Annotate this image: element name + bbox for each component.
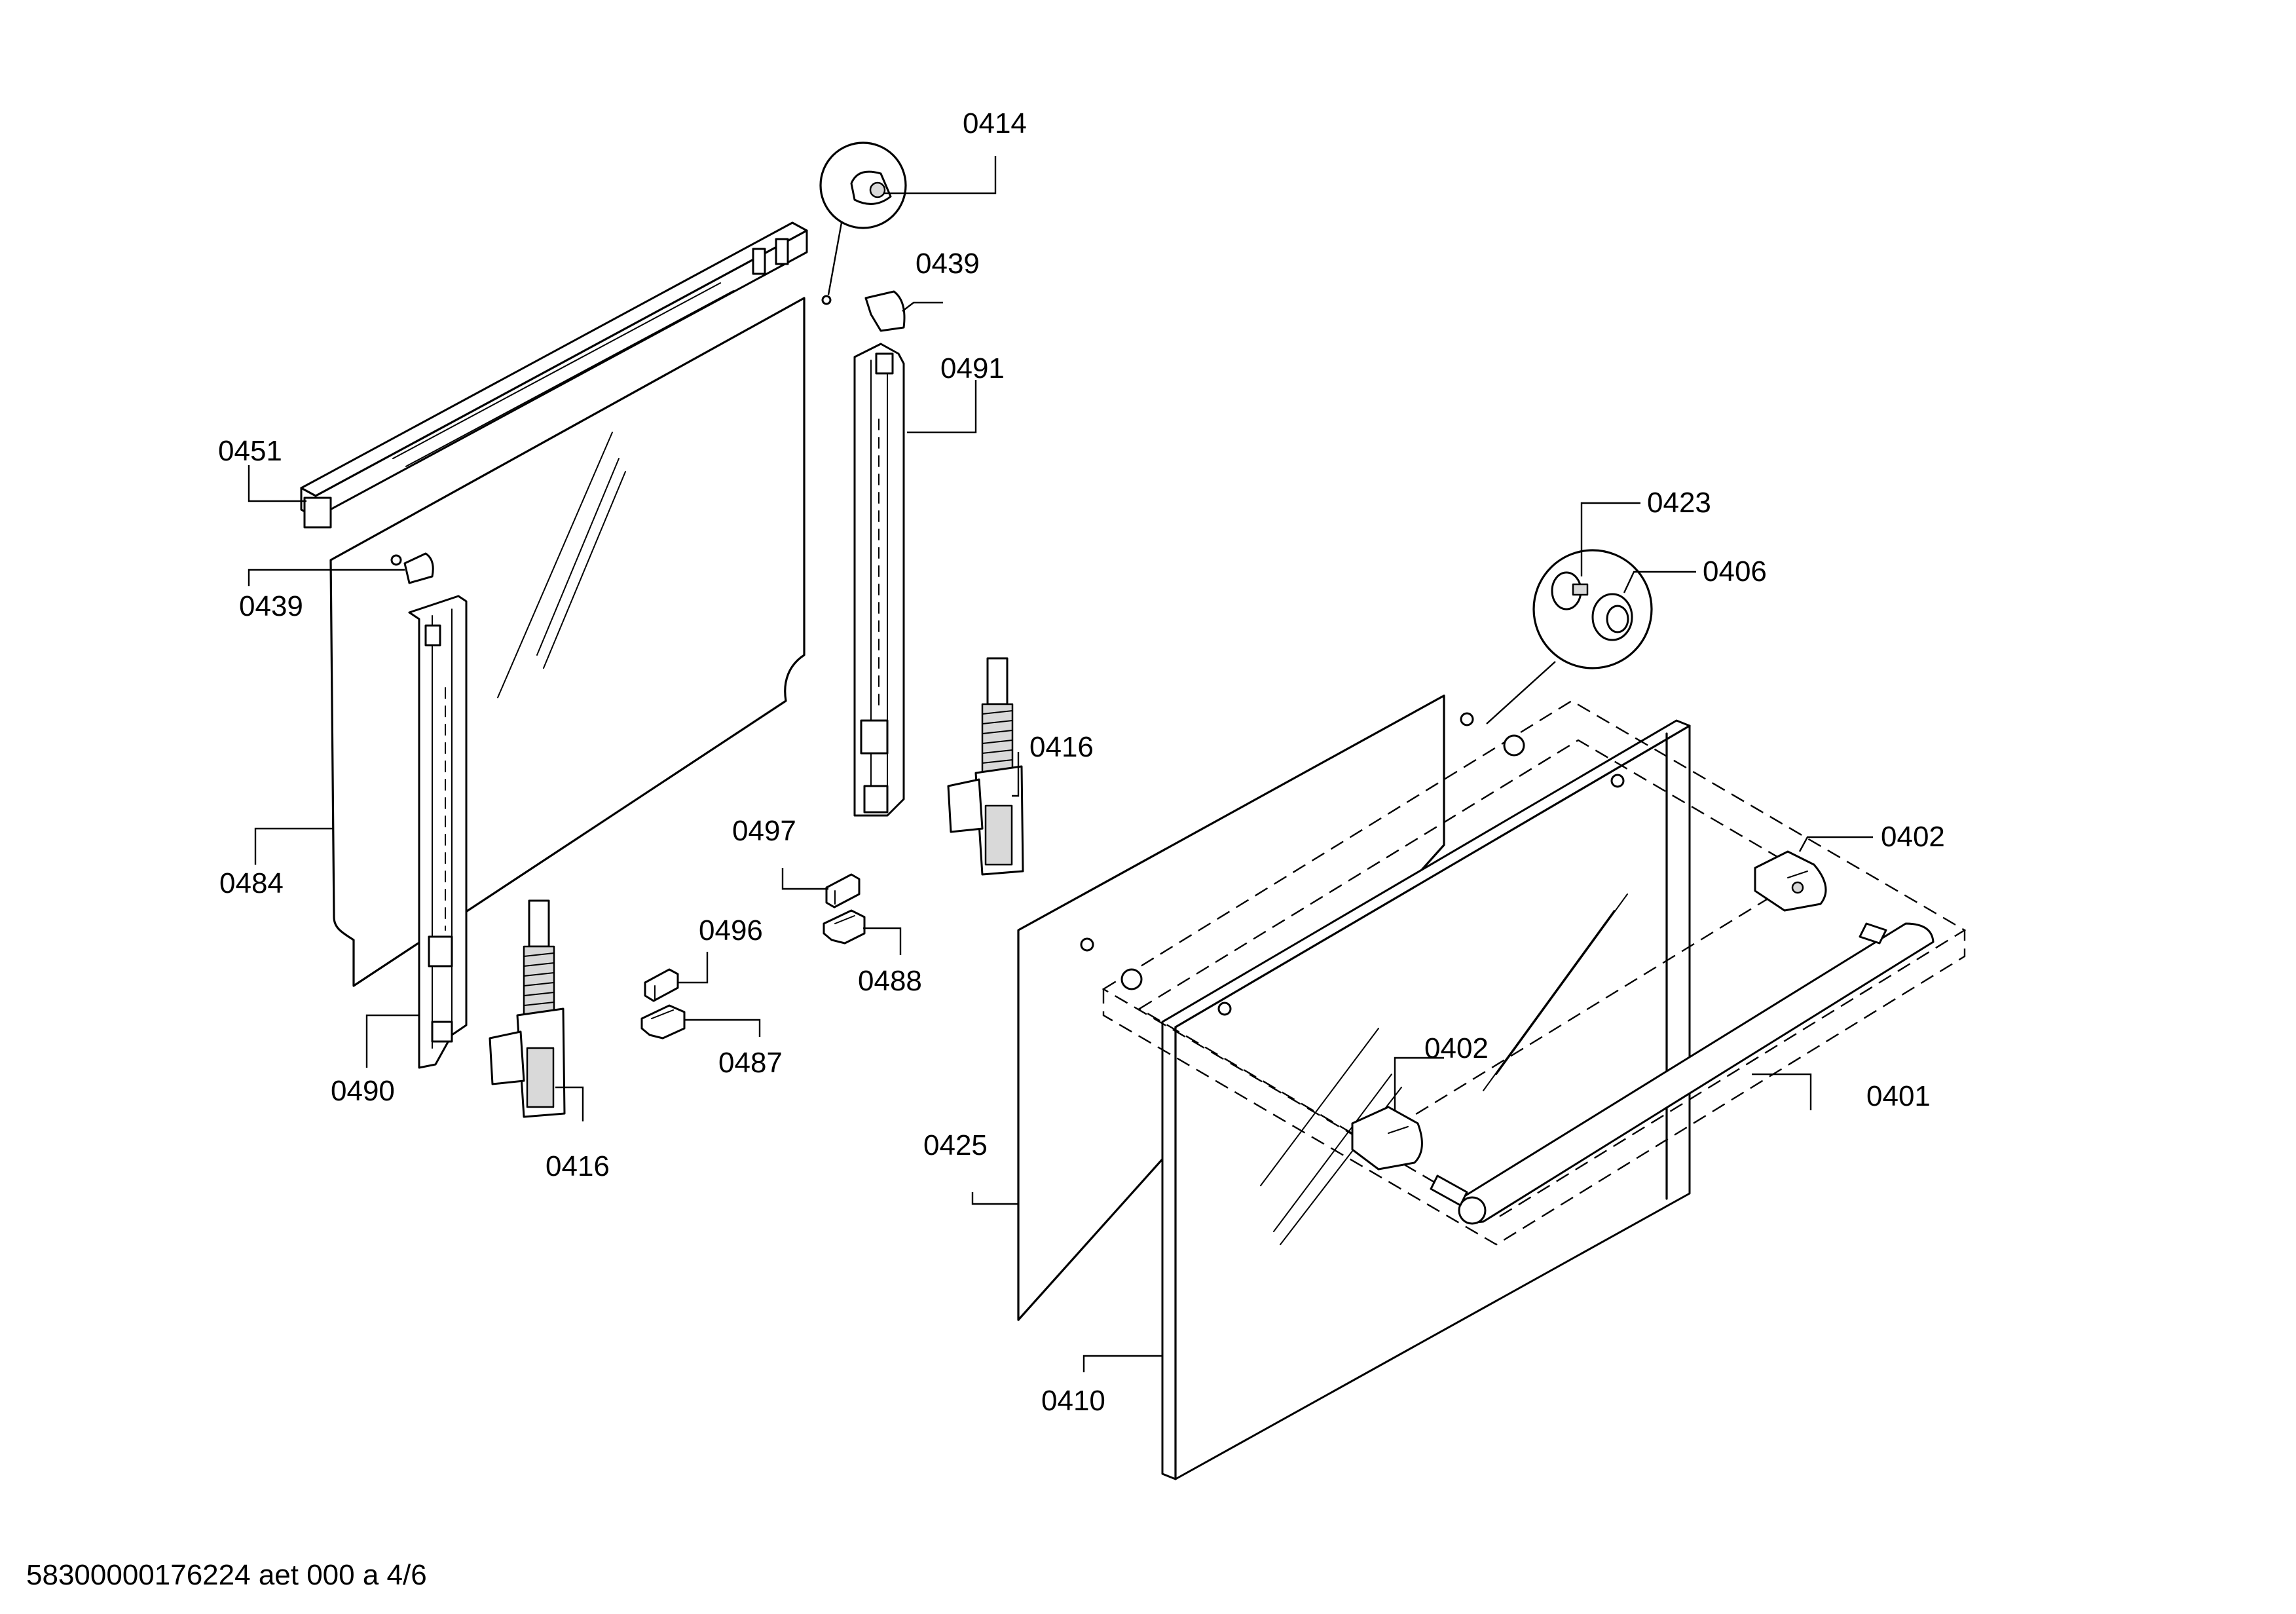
callout-0496: 0496 (699, 914, 763, 947)
part-0410-outer-door (1161, 719, 1691, 1480)
part-0439-clip-right (864, 290, 906, 332)
callout-0451: 0451 (218, 435, 282, 467)
callout-0406: 0406 (1703, 555, 1767, 588)
part-0488-clip (823, 909, 866, 945)
callout-0402-lower: 0402 (1424, 1032, 1489, 1064)
callout-0488: 0488 (858, 965, 922, 997)
part-0402-bracket-upper (1754, 850, 1827, 912)
callout-0484: 0484 (219, 867, 284, 899)
part-0497-bracket (825, 873, 861, 909)
part-0491-hinge-rail-right (853, 343, 905, 817)
part-0416-hinge-left (489, 899, 566, 1118)
part-0402-bracket-lower (1351, 1106, 1423, 1171)
callout-0416-right: 0416 (1029, 731, 1094, 763)
callout-labels: 0414 0439 0491 0451 0439 0484 0490 0416 … (218, 107, 1945, 1417)
part-0439-clip-left (403, 552, 434, 584)
part-0425-intermediate-glass (1017, 694, 1474, 1321)
callout-0490: 0490 (331, 1075, 395, 1107)
callout-0425: 0425 (923, 1129, 988, 1161)
part-0484-inner-glass (329, 297, 805, 987)
callout-0439-lower: 0439 (239, 590, 303, 622)
callout-0497: 0497 (732, 815, 796, 847)
callout-0423: 0423 (1647, 487, 1711, 519)
callout-0410: 0410 (1041, 1385, 1105, 1417)
callout-0414: 0414 (963, 107, 1027, 140)
callout-0439-upper: 0439 (916, 248, 980, 280)
part-0423-0406-detail (1486, 549, 1653, 724)
part-0401-handle (1430, 922, 1935, 1225)
callout-0487: 0487 (718, 1047, 783, 1079)
part-0487-clip (640, 1004, 686, 1040)
callout-0416-left: 0416 (546, 1150, 610, 1182)
callout-0401: 0401 (1866, 1080, 1931, 1112)
part-0451-top-trim (300, 221, 808, 529)
callout-0402-upper: 0402 (1881, 821, 1945, 853)
part-0414-grommet (819, 141, 907, 305)
part-0490-hinge-rail-left (408, 595, 468, 1069)
drawing-reference-footer: 58300000176224 aet 000 a 4/6 (26, 1559, 427, 1591)
part-0416-hinge-right (947, 657, 1024, 876)
callout-0491: 0491 (940, 352, 1005, 385)
leader-lines (248, 156, 1873, 1372)
part-0496-bracket (644, 968, 679, 1002)
